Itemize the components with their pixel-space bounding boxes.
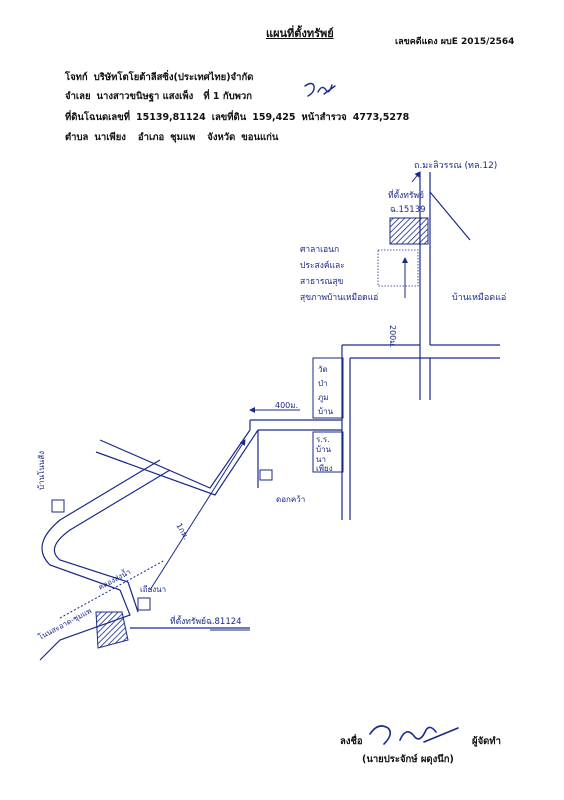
inline-signature [304,82,336,97]
district: อำเภอ ชุมแพ [138,132,201,143]
defendant-label: จำเลย [65,91,91,102]
signer-name: (นายประจักษ์ ผดุงนึก) [362,754,454,765]
plaintiff-label: โจทก์ [65,72,88,83]
document-title: แผนที่ตั้งทรัพย์ [266,27,334,40]
left-loop-outer [41,459,161,591]
subdistrict-name: นาเพียง [94,132,126,143]
subdistrict: ตำบล นาเพียง [65,132,132,143]
location-map: ถ.มะลิวรรณ (ทล.12) ที่ตั้งทรัพย์ ฉ.15139… [36,160,506,661]
parcel-a-id: ฉ.15139 [390,205,426,215]
subdistrict-label: ตำบล [65,132,89,143]
district-label: อำเภอ [137,132,165,143]
gov-office-line3: สาธารณสุข [300,277,344,287]
province-label: จังหวัด [207,132,236,143]
land-label: เลขที่ดิน [211,112,247,123]
dist-400-label: 400ม. [275,401,298,410]
defendant-name: นางสาวขนิษฐา แสงเพ็ง [96,91,194,102]
house-label: เถียงนา [140,585,166,594]
arrow-top [411,171,421,183]
school-line3: นา [316,455,326,464]
parcel-b-label: ที่ตั้งทรัพย์ฉ.81124 [170,615,242,627]
gov-office-line2: ประสงค์และ [300,260,345,271]
land-numbers: 159,425 [252,112,296,123]
deed-label: ที่ดินโฉนดเลขที่ [65,112,130,123]
house-shape [137,597,151,611]
temple-line3: ภูม [318,393,329,403]
parcel-a-label: ที่ตั้งทรัพย์ [388,189,424,201]
arrow-1km [149,439,246,591]
province-name: ขอนแก่น [241,132,279,143]
top-road-label: ถ.มะลิวรรณ (ทล.12) [414,160,497,171]
deed-numbers: 15139,81124 [136,112,206,123]
dok-kwa-shape [259,469,273,481]
survey-numbers: 4773,5278 [352,112,410,123]
left-village-label: บ้านโนนสัง [36,451,46,490]
gov-office-line1: ศาลาเอนก [300,245,339,255]
dist-1km-label: 1กม. [174,522,191,542]
school-line1: ร.ร. [316,435,330,444]
location-line: ตำบล นาเพียง อำเภอ ชุมแพ จังหวัด ขอนแก่น [65,130,290,145]
case-number: เลขคดีแดง ผบE 2015/2564 [395,37,515,47]
temple-line1: วัด [318,365,328,374]
gov-office-line4: สุขภาพบ้านเหมือดแอ่ [300,292,378,303]
school-shape [312,431,344,473]
school-line4: เพียง [316,464,333,473]
province: จังหวัด ขอนแก่น [207,132,284,143]
property-line: ที่ดินโฉนดเลขที่ 15139,81124 เลขที่ดิน 159,… [65,110,415,125]
distance-markers [149,171,421,631]
plaintiff-name: บริษัทโตโยต้าลีสซิ่ง(ประเทศไทย)จำกัด [93,72,254,83]
dist-200-label: 200ม. [388,325,397,348]
temple-line4: บ้าน [318,407,334,416]
branch-road [429,191,471,241]
dok-kwa-label: ดอกคว้า [276,495,305,504]
village-label: บ้านเหมือดแอ่ [452,292,506,303]
temple-shape [312,357,344,419]
sign-label: ลงชื่อ [340,736,363,747]
plaintiff-line: โจทก์ บริษัทโตโยต้าลีสซิ่ง(ประเทศไทย)จำกั… [65,70,259,85]
diag-road-2 [95,429,259,496]
bottom-road-connector [127,581,139,613]
left-village-shape [51,499,65,513]
parcel-a-shape [389,217,429,245]
maker-label: ผู้จัดทำ [472,736,501,747]
road-network [39,172,500,661]
bottom-road-outer [39,589,131,661]
footer-signature [369,725,459,745]
diag-road-1 [99,429,251,489]
gov-office-shape [377,249,419,287]
defendant-rank: ที่ 1 กับพวก [203,91,252,102]
survey-label: หน้าสำรวจ [301,112,347,123]
district-name: ชุมแพ [170,132,196,143]
temple-line2: ป่า [318,379,328,388]
left-loop-inner [53,469,171,583]
school-line2: บ้าน [316,445,332,454]
defendant-line: จำเลย นางสาวขนิษฐา แสงเพ็ง ที่ 1 กับพวก [65,89,258,104]
left-road-label: โนนสะอาด-ชุมแพ [37,606,93,642]
parcel-b-shape [95,611,129,649]
